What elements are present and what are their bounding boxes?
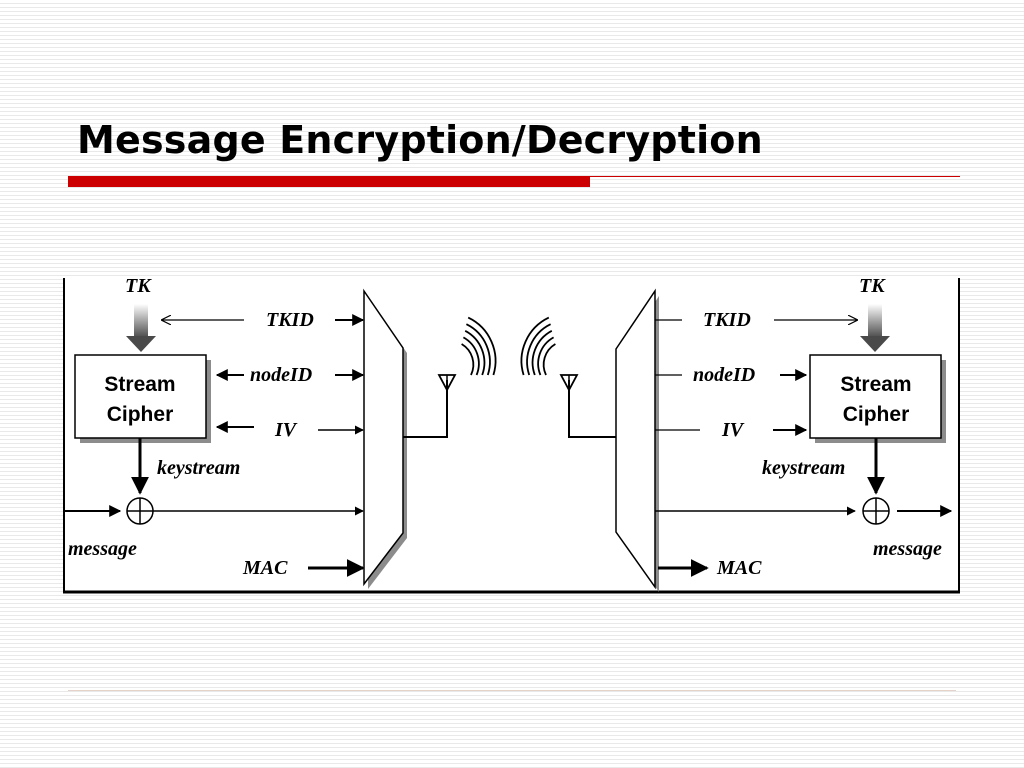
- sender-tkid-label: TKID: [266, 309, 314, 331]
- sender-antenna-feed: [403, 380, 448, 438]
- sender-tk-label: TK: [125, 275, 152, 297]
- sender-tk-arrow-icon: [126, 304, 156, 352]
- mux-icon: [363, 288, 407, 589]
- sender-mac-label: MAC: [242, 557, 288, 579]
- title-underline-thick: [68, 176, 590, 187]
- sender-cipher-label-line2: Cipher: [107, 403, 174, 426]
- sender-antenna-icon: [437, 374, 457, 392]
- sender-radio-waves-icon: [461, 316, 497, 376]
- receiver-side: TKID nodeID IV TK Stream Cipher keystrea…: [520, 275, 953, 592]
- demux-icon: [615, 288, 659, 592]
- receiver-tk-label: TK: [859, 275, 886, 297]
- receiver-nodeid-label: nodeID: [693, 364, 755, 386]
- sender-xor-icon: [126, 497, 154, 525]
- sender-iv-label: IV: [274, 419, 298, 441]
- slide-title: Message Encryption/Decryption: [77, 118, 763, 162]
- receiver-antenna-feed: [568, 380, 616, 438]
- receiver-keystream-label: keystream: [762, 457, 845, 479]
- receiver-mac-label: MAC: [716, 557, 762, 579]
- sender-stream-cipher-box: Stream Cipher: [74, 354, 211, 443]
- sender-side: TK Stream Cipher TKID nodeID IV keystrea…: [64, 275, 497, 589]
- title-underline-thin: [590, 176, 960, 177]
- receiver-radio-waves-icon: [520, 316, 556, 376]
- receiver-message-label: message: [873, 538, 942, 560]
- footer-rule: [68, 690, 956, 691]
- receiver-cipher-label-line1: Stream: [840, 373, 911, 396]
- sender-nodeid-label: nodeID: [250, 364, 312, 386]
- receiver-stream-cipher-box: Stream Cipher: [809, 354, 946, 443]
- receiver-xor-icon: [862, 497, 890, 525]
- receiver-tk-arrow-icon: [860, 304, 890, 352]
- sender-message-label: message: [68, 538, 137, 560]
- receiver-iv-label: IV: [721, 419, 745, 441]
- sender-cipher-label-line1: Stream: [104, 373, 175, 396]
- receiver-tkid-label: TKID: [703, 309, 751, 331]
- sender-keystream-label: keystream: [157, 457, 240, 479]
- receiver-cipher-label-line2: Cipher: [843, 403, 910, 426]
